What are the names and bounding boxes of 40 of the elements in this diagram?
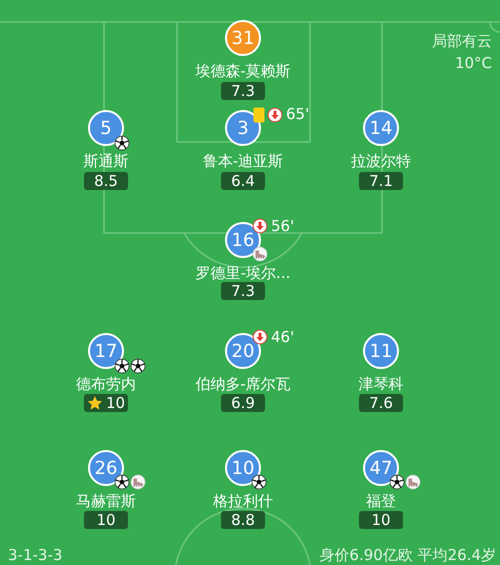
rating-value: 10 [106,394,126,412]
substitution-minute: 56' [271,217,294,235]
player-number-marker: 47 [363,450,399,486]
player-name: 斯通斯 [84,152,128,170]
rating-badge [84,394,128,412]
player-number-marker: 31 [225,20,261,56]
player-number-marker: 20 [225,333,261,369]
player-number-marker: 11 [363,333,399,369]
rating-badge: 6.9 [221,394,265,412]
rating-badge: 8.5 [84,172,128,190]
player-number-marker: 5 [88,110,124,146]
player-number-marker: 26 [88,450,124,486]
weather-condition: 局部有云 [432,32,492,50]
rating-badge: 10 [84,511,128,529]
rating-badge: 10 [359,511,403,529]
player-name: 德布劳内 [76,375,136,393]
player-number-marker: 3 [225,110,261,146]
player-number-marker: 17 [88,333,124,369]
rating-badge: 7.3 [221,82,265,100]
squad-value-summary: 身价6.90亿欧 平均26.4岁 [319,546,496,564]
player-name: 格拉利什 [213,492,273,510]
rating-badge: 7.1 [359,172,403,190]
player-name: 拉波尔特 [351,152,411,170]
rating-badge: 8.8 [221,511,265,529]
player-name: 伯纳多-席尔瓦 [195,375,291,393]
rating-badge: 7.3 [221,282,265,300]
player-name: 埃德森-莫赖斯 [195,62,291,80]
player-name: 鲁本-迪亚斯 [202,152,284,170]
player-name: 福登 [366,492,396,510]
player-number-marker: 10 [225,450,261,486]
player-name: 罗德里-埃尔... [196,264,290,282]
player-name: 马赫雷斯 [76,492,136,510]
rating-badge: 6.4 [221,172,265,190]
temperature: 10°C [454,54,492,72]
formation: 3-1-3-3 [8,546,62,564]
rating-badge: 7.6 [359,394,403,412]
player-number-marker: 14 [363,110,399,146]
substitution-minute: 46' [271,328,294,346]
substitution-minute: 65' [286,105,310,123]
player-name: 津琴科 [358,375,404,393]
